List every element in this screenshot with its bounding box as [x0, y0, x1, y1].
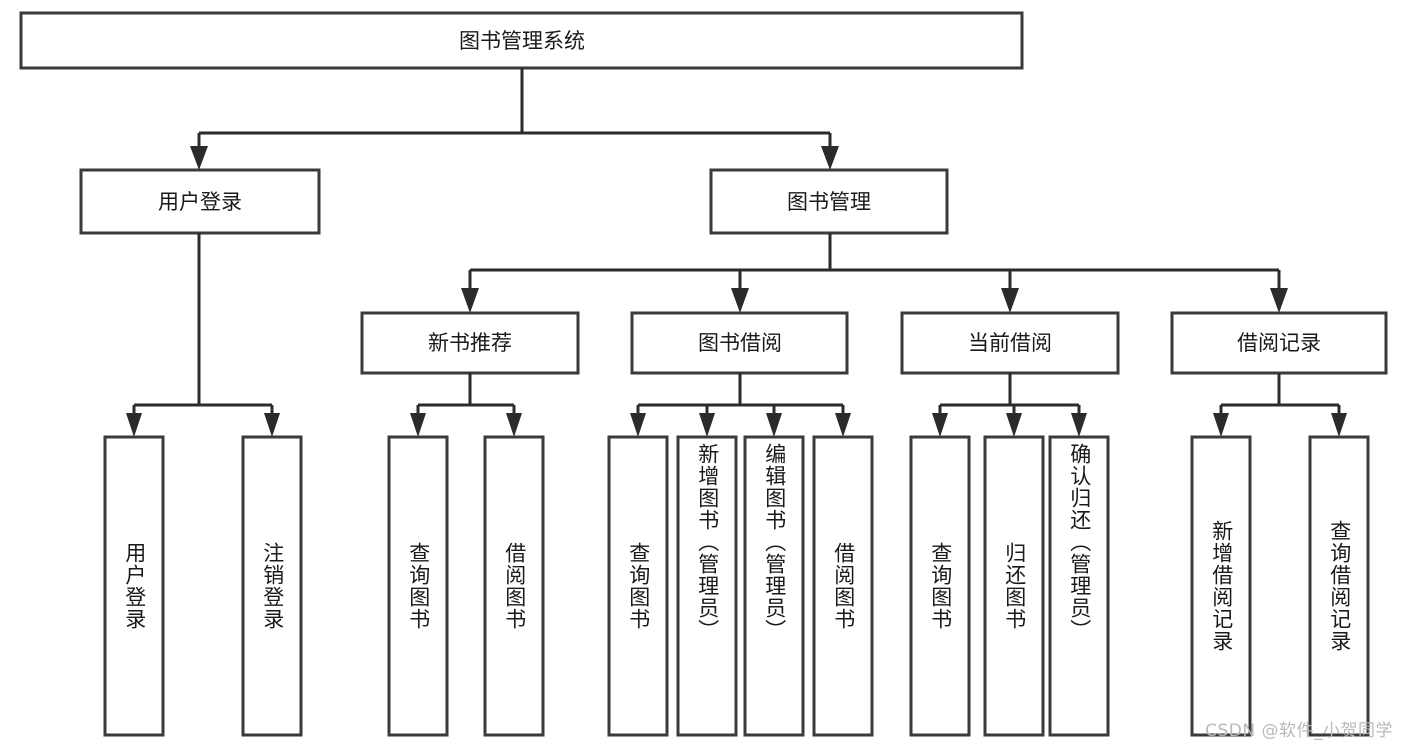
leaf-box-book-borrow-3[interactable] [812, 435, 874, 737]
arrow-to-book-borrow [731, 288, 749, 313]
leaf-box-new-book-0[interactable] [387, 435, 449, 737]
leaf-box-book-borrow-1[interactable] [676, 435, 738, 737]
arrow-to-borrow-record [1270, 288, 1288, 313]
leaf-box-borrow-record-0[interactable] [1190, 435, 1252, 737]
node-borrow-record-label: 借阅记录 [1237, 331, 1321, 355]
leaf-box-current-borrow-2[interactable] [1048, 435, 1110, 737]
node-current-borrow-box[interactable] [900, 311, 1120, 375]
leaf-box-current-borrow-1[interactable] [983, 435, 1045, 737]
leaf-box-current-borrow-0[interactable] [909, 435, 971, 737]
node-new-book-recommend-box[interactable] [360, 311, 580, 375]
arrow-book-borrow-leaf-0 [630, 413, 646, 437]
arrow-current-borrow-leaf-0 [932, 413, 948, 437]
node-book-borrow-label: 图书借阅 [698, 331, 782, 355]
node-new-book-recommend-label: 新书推荐 [428, 331, 512, 355]
node-root-label: 图书管理系统 [459, 29, 585, 53]
arrow-user-login-leaf-0 [126, 413, 142, 437]
leaf-box-user-login-1[interactable] [241, 435, 303, 737]
arrow-current-borrow-leaf-1 [1006, 413, 1022, 437]
arrow-new-book-leaf-1 [506, 413, 522, 437]
arrow-new-book-leaf-0 [410, 413, 426, 437]
arrow-to-current-borrow [1001, 288, 1019, 313]
arrow-borrow-record-leaf-1 [1331, 413, 1347, 437]
leaf-box-new-book-1[interactable] [483, 435, 545, 737]
arrow-book-borrow-leaf-2 [766, 413, 782, 437]
arrow-borrow-record-leaf-0 [1213, 413, 1229, 437]
node-root-box[interactable] [19, 11, 1024, 70]
leaf-box-book-borrow-0[interactable] [607, 435, 669, 737]
arrow-current-borrow-leaf-2 [1071, 413, 1087, 437]
leaf-box-borrow-record-1[interactable] [1308, 435, 1370, 737]
node-user-login-label: 用户登录 [158, 190, 242, 214]
leaf-box-book-borrow-2[interactable] [743, 435, 805, 737]
arrow-book-borrow-leaf-3 [835, 413, 851, 437]
node-user-login-box[interactable] [79, 168, 321, 235]
node-book-management-label: 图书管理 [787, 190, 871, 214]
arrow-root-to-book-management [821, 146, 839, 170]
arrow-user-login-leaf-1 [264, 413, 280, 437]
arrow-book-borrow-leaf-1 [699, 413, 715, 437]
node-current-borrow-label: 当前借阅 [968, 331, 1052, 355]
csdn-watermark: CSDN @软件_小贺同学 [1205, 721, 1393, 741]
arrow-root-to-user-login [190, 146, 208, 170]
arrow-to-new-book-recommend [461, 288, 479, 313]
leaf-box-user-login-0[interactable] [103, 435, 165, 737]
